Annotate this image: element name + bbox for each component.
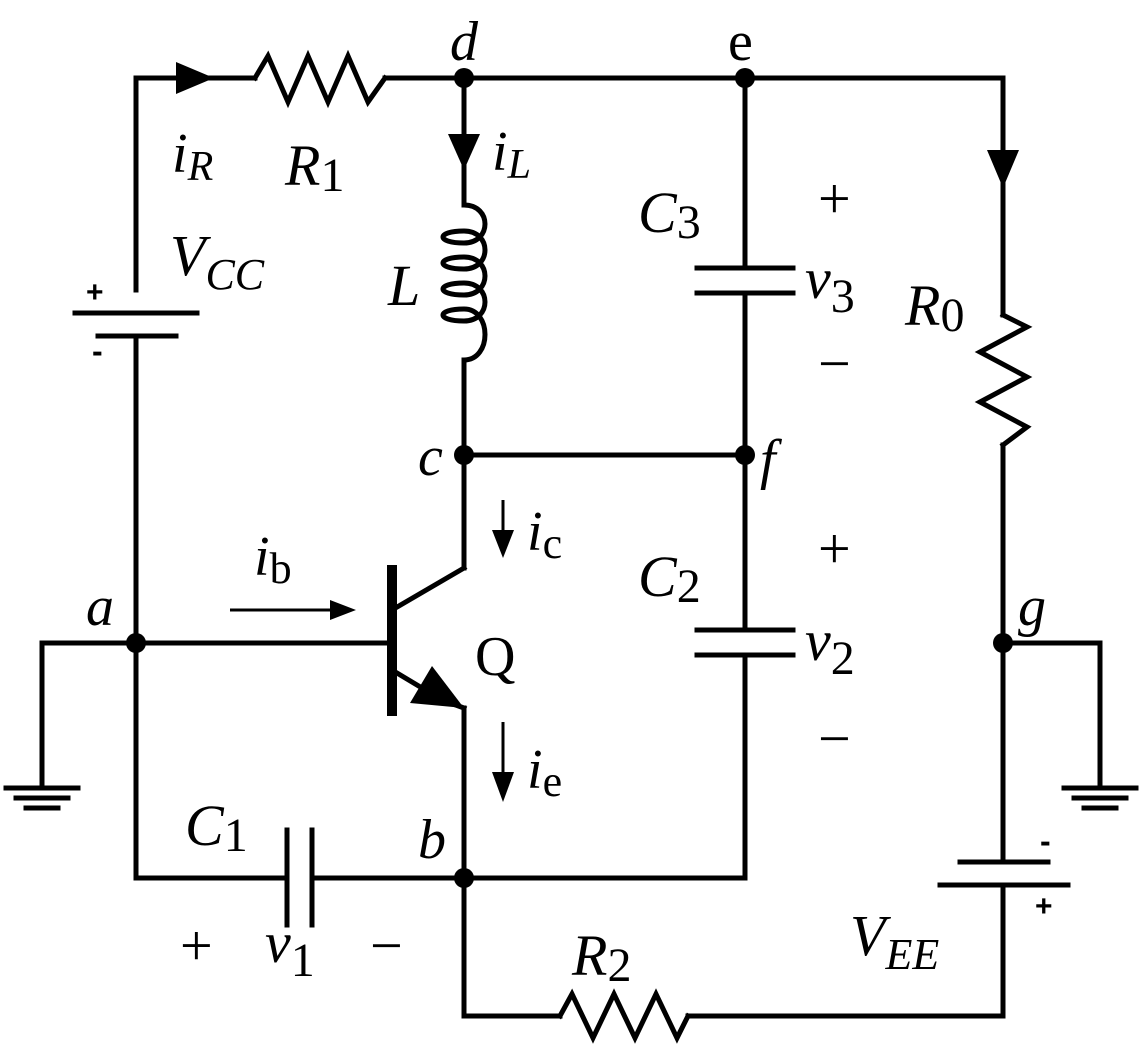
v3-plus-sign: + <box>818 166 851 231</box>
node-label-d: d <box>450 11 479 73</box>
label-R2: R2 <box>571 923 631 992</box>
current-arrow-ib-icon <box>230 600 356 620</box>
label-v3: v3 <box>805 246 855 323</box>
node-dot-a <box>126 633 146 653</box>
node-label-f: f <box>760 429 783 491</box>
label-L: L <box>387 253 420 318</box>
node-dot-g <box>993 633 1013 653</box>
current-arrow-ic-icon <box>492 500 514 558</box>
label-v1: v1 <box>265 910 315 987</box>
label-Q: Q <box>475 626 515 688</box>
node-dot-f <box>735 445 755 465</box>
battery-vee-minus: - <box>1040 823 1051 859</box>
v3-minus-sign: − <box>818 331 851 396</box>
wire-g-to-ground <box>1003 643 1100 788</box>
ground-left-icon <box>6 788 78 808</box>
wire-emitter-to-b <box>464 708 560 1016</box>
label-VCC: VCC <box>170 223 265 299</box>
wires <box>42 78 1100 1016</box>
label-v2: v2 <box>805 608 855 685</box>
v2-plus-sign: + <box>818 516 851 581</box>
label-C3: C3 <box>638 180 701 249</box>
capacitor-C2 <box>697 630 793 655</box>
current-arrow-iL-icon <box>448 134 480 170</box>
label-iL: iL <box>492 121 531 188</box>
v2-minus-sign: − <box>818 706 851 771</box>
capacitor-C1 <box>287 830 312 925</box>
label-ib: ib <box>254 526 292 593</box>
current-arrow-iR-icon <box>176 62 214 94</box>
transistor-collector <box>392 568 464 610</box>
label-iR: iR <box>172 123 213 190</box>
inductor-L <box>443 205 485 360</box>
label-R1: R1 <box>284 133 344 202</box>
node-label-c: c <box>418 426 443 488</box>
label-R0: R0 <box>904 273 964 342</box>
label-C2: C2 <box>638 544 701 613</box>
node-dot-c <box>454 445 474 465</box>
wire-R2-to-right <box>688 885 1003 1016</box>
current-arrow-ie-icon <box>492 722 514 802</box>
label-ie: ie <box>527 739 562 806</box>
node-label-g: g <box>1018 576 1046 638</box>
node-label-e: e <box>728 11 753 73</box>
resistor-R2 <box>560 994 688 1038</box>
transistor-Q <box>392 565 464 716</box>
resistor-R1 <box>255 56 385 102</box>
capacitor-C3 <box>697 268 793 293</box>
node-label-a: a <box>86 576 114 638</box>
label-VEE: VEE <box>850 903 939 979</box>
resistor-R0 <box>980 315 1027 445</box>
node-label-b: b <box>418 809 446 871</box>
label-ic: ic <box>527 501 562 568</box>
v1-minus-sign: − <box>370 913 403 978</box>
v1-plus-sign: + <box>180 913 213 978</box>
node-dot-b <box>454 868 474 888</box>
wire-C2-to-bottom <box>464 655 745 878</box>
ground-right-icon <box>1064 788 1136 808</box>
battery-vcc-minus: - <box>92 333 103 369</box>
battery-vcc-plus: + <box>86 276 104 309</box>
label-C1: C1 <box>185 793 248 862</box>
battery-vee-plus: + <box>1035 890 1053 923</box>
current-arrow-iR0-icon <box>987 150 1019 188</box>
